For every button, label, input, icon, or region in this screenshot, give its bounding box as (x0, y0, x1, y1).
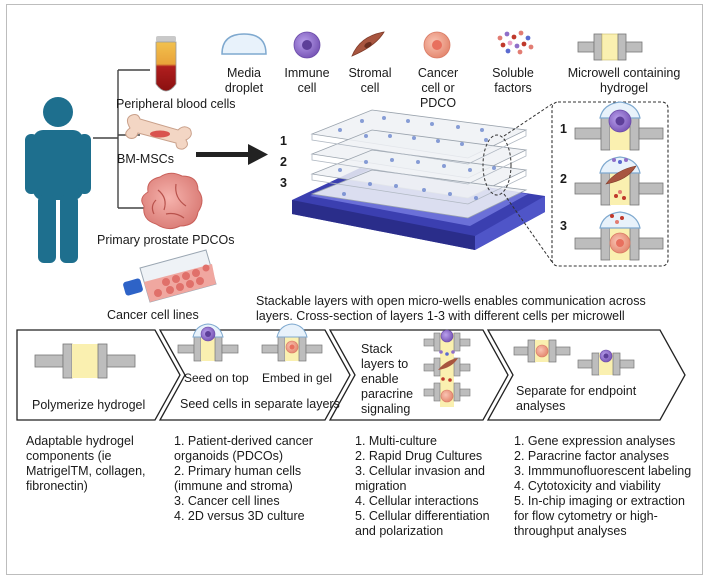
applications-list: 1. Multi-culture 2. Rapid Drug Cultures … (355, 434, 505, 539)
layer-label-1: 1 (280, 134, 287, 148)
step1-label: Polymerize hydrogel (32, 398, 146, 412)
cross-section-label-2: 2 (560, 172, 567, 186)
hydrogel-components-text: Adaptable hydrogel components (ie Matrig… (26, 434, 146, 493)
source-label-blood: Peripheral blood cells (116, 97, 236, 111)
list-item: 3. Cancer cell lines (174, 494, 280, 508)
figure-frame (6, 4, 703, 575)
source-label-pdco: Primary prostate PDCOs (97, 233, 235, 247)
list-item: 4. Cellular interactions (355, 494, 479, 508)
cross-section-label-1: 1 (560, 122, 567, 136)
list-item: 2. Paracrine factor analyses (514, 449, 669, 463)
layer-label-2: 2 (280, 155, 287, 169)
step2-label-embed-in-gel: Embed in gel (262, 371, 333, 385)
step2-embed-in-gel-icon (261, 323, 323, 362)
legend-label-microwell: Microwell containing hydrogel (567, 66, 681, 95)
list-item: 4. 2D versus 3D culture (174, 509, 305, 523)
list-item: 3. Cellular invasion and migration (355, 464, 485, 493)
list-item: 3. Immmunofluorescent labeling (514, 464, 692, 478)
cross-section-label-3: 3 (560, 219, 567, 233)
legend-label-immune-cell: Immune cell (284, 66, 330, 95)
list-item: 2. Rapid Drug Cultures (355, 449, 483, 463)
source-connector-lines (93, 69, 150, 209)
soluble-factors-icon (497, 30, 534, 55)
pdco-organoid-icon (141, 172, 203, 230)
step1-microwell-icon (34, 343, 136, 379)
stacked-device-illustration (292, 103, 553, 263)
source-label-cell-lines: Cancer cell lines (107, 308, 199, 322)
media-droplet-icon (221, 33, 267, 55)
list-item: 1. Gene expression analyses (514, 434, 676, 448)
step2-seed-on-top-icon (177, 323, 239, 362)
list-item: 5. In-chip imaging or extraction for flo… (514, 494, 685, 538)
step4-separated-wells-icon (513, 339, 635, 376)
list-item: 2. Primary human cells (immune and strom… (174, 464, 302, 493)
step3-label: Stack layers to enable paracrine signali… (361, 342, 414, 416)
cell-flask-icon (123, 249, 217, 303)
step2-label-seed-on-top: Seed on top (184, 371, 249, 385)
step4-label: Separate for endpoint analyses (516, 384, 637, 413)
flow-arrow (196, 144, 268, 165)
list-item: 1. Patient-derived cancer organoids (PDC… (174, 434, 313, 463)
cross-section-box (551, 101, 669, 267)
legend-label-cancer-cell: Cancer cell or PDCO (417, 66, 459, 110)
seeding-list: 1. Patient-derived cancer organoids (PDC… (174, 434, 334, 524)
source-label-bm-mscs: BM-MSCs (117, 152, 174, 166)
step3-stacked-wells-icon (423, 329, 471, 407)
legend-label-soluble-factors: Soluble factors (492, 66, 534, 95)
list-item: 5. Cellular differentiation and polariza… (355, 509, 490, 538)
blood-tube-icon (155, 36, 177, 92)
immune-cell-icon (293, 31, 321, 59)
microwell-icon (577, 33, 643, 61)
person-icon (25, 97, 91, 263)
endpoint-analyses-list: 1. Gene expression analyses 2. Paracrine… (514, 434, 694, 539)
list-item: 4. Cytotoxicity and viability (514, 479, 661, 493)
legend-label-media-droplet: Media droplet (224, 66, 264, 95)
layer-label-3: 3 (280, 176, 287, 190)
device-caption: Stackable layers with open micro-wells e… (256, 294, 646, 323)
legend-label-stromal-cell: Stromal cell (348, 66, 392, 95)
list-item: 1. Multi-culture (355, 434, 437, 448)
stromal-cell-icon (351, 31, 385, 57)
bone-icon (125, 114, 192, 150)
cross-section-microwells (574, 101, 664, 261)
cancer-cell-icon (423, 31, 451, 59)
step2-label: Seed cells in separate layers (180, 397, 340, 411)
